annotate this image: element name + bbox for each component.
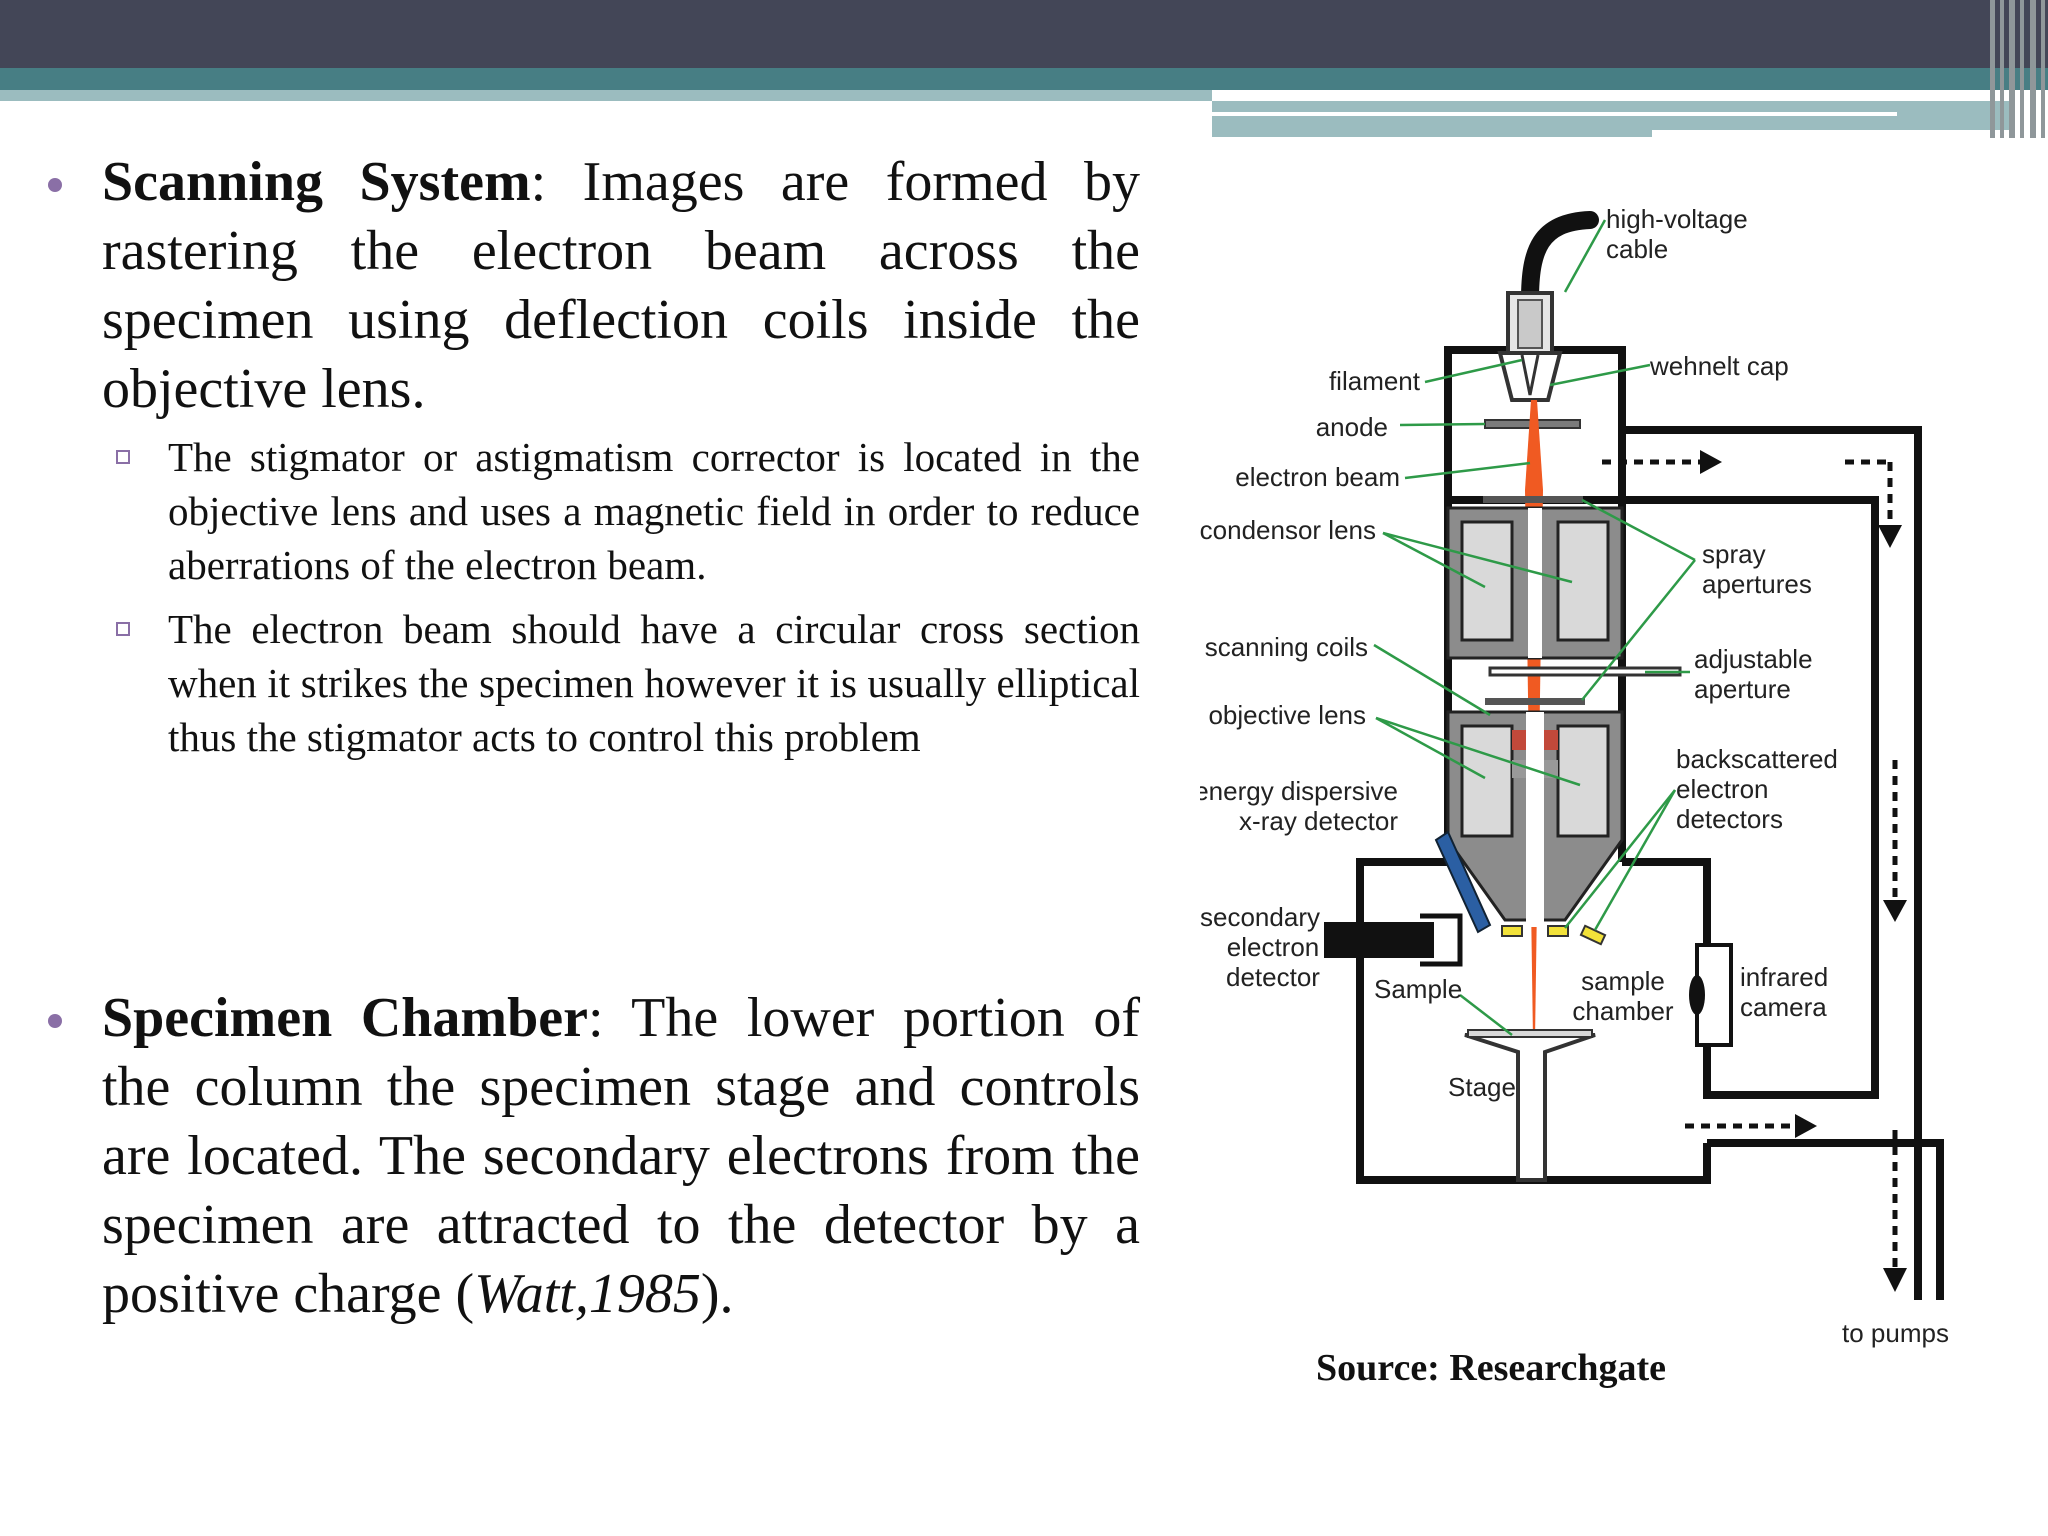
secondary-electron-detector (1324, 913, 1463, 967)
label-xray-detector: x-ray detector (1239, 806, 1398, 836)
label-secondary: secondary (1200, 902, 1320, 932)
label-objective-lens: objective lens (1208, 700, 1366, 730)
label-to-pumps: to pumps (1842, 1318, 1949, 1348)
label-spray: spray (1702, 539, 1766, 569)
label-leaders (1373, 219, 1696, 1036)
infrared-camera (1689, 943, 1733, 1047)
condensor-lens (1446, 506, 1624, 660)
vacuum-flow-arrows (1602, 459, 1898, 1270)
label-chamber: chamber (1572, 996, 1673, 1026)
label-stage: Stage (1448, 1072, 1516, 1102)
bullet-body: : The lower portion of the column the sp… (102, 987, 1141, 1325)
source-caption: Source: Researchgate (1316, 1347, 1666, 1389)
label-condensor-lens: condensor lens (1200, 515, 1376, 545)
label-high-voltage: high-voltage (1606, 204, 1748, 234)
column-outline (1356, 346, 1944, 1300)
electron-gun (1497, 291, 1563, 402)
bullet-body-end: ). (700, 1263, 734, 1325)
bullet-dot (48, 1014, 62, 1028)
citation: Watt,1985 (474, 1263, 701, 1325)
accent-stripe (0, 68, 2048, 90)
sub-bullet-stigmator: The stigmator or astigmatism corrector i… (168, 434, 1140, 588)
sub-bullet-marker (116, 450, 130, 464)
label-electron-beam: electron beam (1235, 462, 1400, 492)
label-energy-dispersive: energy dispersive (1200, 776, 1398, 806)
bullet-text: Scanning System: Images are formed by ra… (102, 148, 1140, 424)
label-wehnelt-cap: wehnelt cap (1649, 351, 1789, 381)
label-infrared: infrared (1740, 962, 1828, 992)
label-electron: electron (1676, 774, 1769, 804)
spray-aperture-plate (1483, 496, 1583, 503)
diagram-labels: high-voltage cable wehnelt cap filament … (1200, 204, 1949, 1348)
label-aperture: aperture (1694, 674, 1791, 704)
specimen-stage (1464, 1029, 1596, 1182)
eds-detector (1434, 830, 1492, 934)
sub-bullet-circular: The electron beam should have a circular… (168, 606, 1140, 760)
label-filament: filament (1329, 366, 1421, 396)
label-sample-chamber: sample (1581, 966, 1665, 996)
aperture-plate (1485, 698, 1585, 705)
label-scanning-coils: scanning coils (1205, 632, 1368, 662)
corner-bars (1986, 0, 2048, 138)
label-anode: anode (1316, 412, 1388, 442)
accent-stripe-light (0, 90, 1212, 101)
label-cable: cable (1606, 234, 1668, 264)
label-secondary-electron: electron (1227, 932, 1320, 962)
bullet-heading: Specimen Chamber (102, 987, 588, 1049)
label-backscattered: backscattered (1676, 744, 1838, 774)
label-secondary-detector: detector (1226, 962, 1320, 992)
label-sample: Sample (1374, 974, 1462, 1004)
sub-bullet-marker (116, 622, 130, 636)
bullet-heading: Scanning System (102, 151, 531, 213)
label-detectors: detectors (1676, 804, 1783, 834)
bullet-dot (48, 178, 62, 192)
bullet-text: Specimen Chamber: The lower portion of t… (102, 984, 1140, 1329)
accent-stripe-line (1212, 112, 1897, 116)
bullet-body: : Images are formed by rastering the ele… (102, 151, 1140, 420)
vacuum-arrowheads (1700, 450, 1907, 1292)
label-camera: camera (1740, 992, 1827, 1022)
backscattered-detectors (1501, 924, 1607, 946)
sem-diagram: high-voltage cable wehnelt cap filament … (1200, 204, 1949, 1348)
accent-stripe-line (1652, 130, 2012, 138)
title-bar (0, 0, 2048, 68)
label-apertures: apertures (1702, 569, 1812, 599)
label-adjustable: adjustable (1694, 644, 1813, 674)
hv-cable (1521, 211, 1599, 309)
